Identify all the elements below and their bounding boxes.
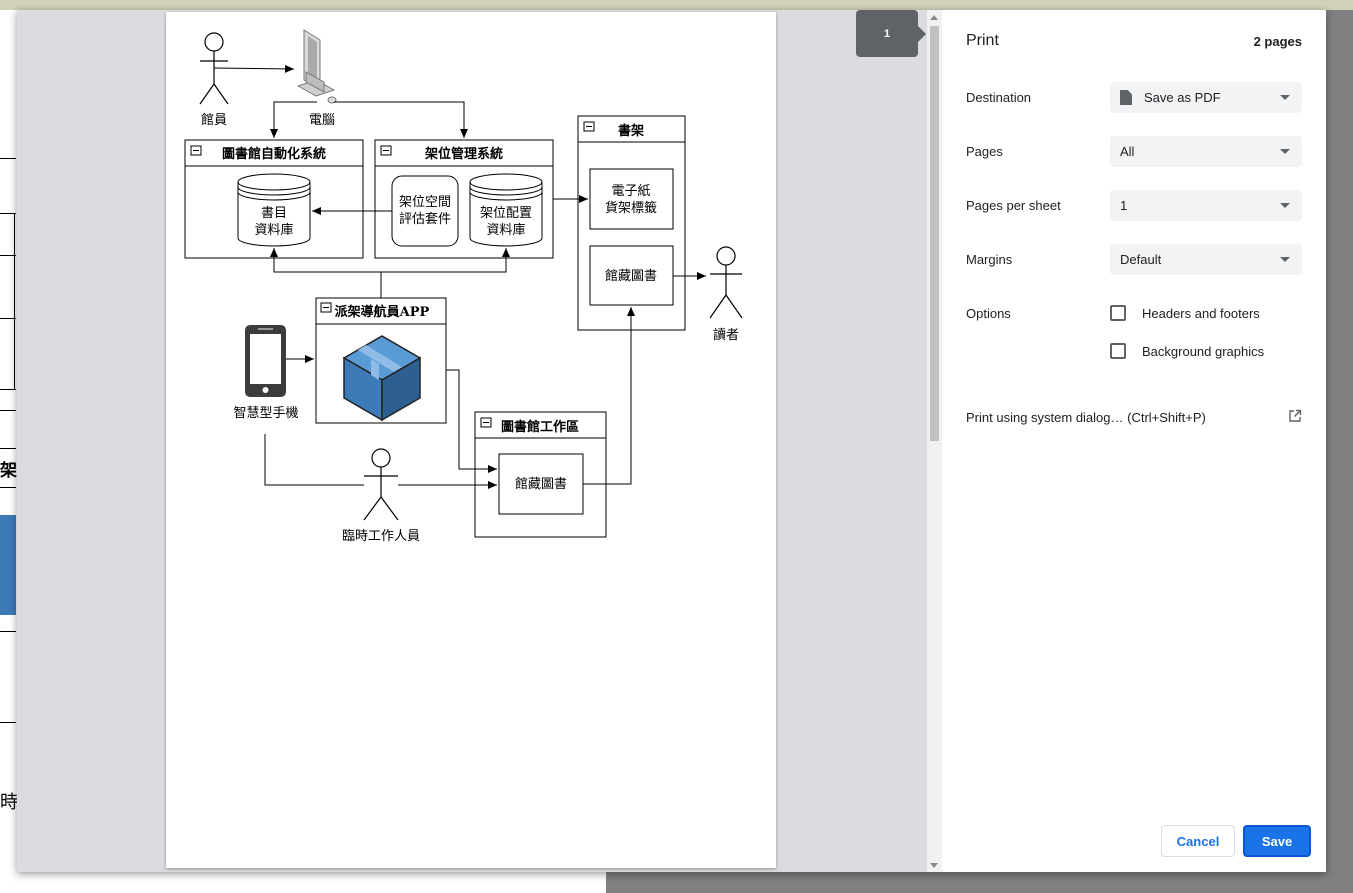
book-db-label: 書目 xyxy=(261,206,287,221)
destination-value: Save as PDF xyxy=(1144,90,1221,105)
chevron-down-icon xyxy=(1280,257,1290,262)
pages-per-sheet-label: Pages per sheet xyxy=(966,198,1061,213)
window-top-strip xyxy=(0,0,1353,10)
app-box-icon xyxy=(342,335,422,422)
page-count: 2 pages xyxy=(1253,34,1302,49)
smartphone-icon xyxy=(245,325,286,397)
open-external-icon[interactable] xyxy=(1288,409,1302,423)
shelf-config-label: 架位配置 xyxy=(480,206,532,221)
epaper-label: 電子紙 xyxy=(611,184,650,199)
library-system-title: 圖書館自動化系統 xyxy=(222,146,326,162)
chevron-down-icon xyxy=(1280,203,1290,208)
reader-label: 讀者 xyxy=(713,328,739,343)
librarian-label: 館員 xyxy=(201,113,227,128)
pages-value: All xyxy=(1120,144,1135,159)
print-dialog: 館員 電腦 xyxy=(17,10,1326,872)
save-button[interactable]: Save xyxy=(1243,825,1311,857)
preview-page: 館員 電腦 xyxy=(166,12,776,868)
margins-label: Margins xyxy=(966,252,1013,267)
shelf-config-database-icon xyxy=(469,173,543,247)
destination-select[interactable]: Save as PDF xyxy=(1110,82,1302,113)
workspace-books-label: 館藏圖書 xyxy=(515,477,567,492)
margins-value: Default xyxy=(1120,252,1162,267)
pages-per-sheet-value: 1 xyxy=(1120,198,1128,213)
pages-per-sheet-select[interactable]: 1 xyxy=(1110,190,1302,221)
print-preview-area: 館員 電腦 xyxy=(17,10,942,872)
epaper-label: 貨架標籤 xyxy=(605,200,657,216)
headers-footers-checkbox[interactable] xyxy=(1110,305,1126,321)
chevron-down-icon xyxy=(1280,149,1290,154)
smartphone-label: 智慧型手機 xyxy=(233,405,298,421)
options-label: Options xyxy=(966,306,1011,321)
pages-select[interactable]: All xyxy=(1110,136,1302,167)
shelf-config-label: 資料庫 xyxy=(486,223,525,238)
headers-footers-label: Headers and footers xyxy=(1142,305,1260,321)
background-fragment: 時 xyxy=(0,792,18,813)
shelf-management-title: 架位管理系統 xyxy=(424,146,503,162)
system-dialog-link[interactable]: Print using system dialog… (Ctrl+Shift+P… xyxy=(966,410,1206,425)
shelf-space-label: 架位空間 xyxy=(399,195,451,210)
temp-staff-actor-icon xyxy=(363,448,399,521)
temp-staff-label: 臨時工作人員 xyxy=(342,529,420,544)
chevron-down-icon xyxy=(1280,95,1290,100)
architecture-diagram: 館員 電腦 xyxy=(184,29,743,544)
pdf-file-icon xyxy=(1120,90,1132,105)
print-settings-panel: Print 2 pages Destination Save as PDF Pa… xyxy=(942,10,1326,872)
destination-label: Destination xyxy=(966,90,1032,105)
computer-label: 電腦 xyxy=(309,113,335,128)
library-workspace-title: 圖書館工作區 xyxy=(501,419,579,435)
preview-scrollbar[interactable] xyxy=(927,10,942,872)
background-fragment: 架 xyxy=(0,461,17,481)
scrollbar-thumb[interactable] xyxy=(930,26,939,441)
bookshelf-title: 書架 xyxy=(618,123,644,139)
shelf-space-kit-box xyxy=(391,175,459,247)
cancel-button[interactable]: Cancel xyxy=(1161,825,1235,857)
background-graphics-checkbox[interactable] xyxy=(1110,343,1126,359)
headers-footers-option[interactable]: Headers and footers xyxy=(1110,305,1260,321)
background-graphics-option[interactable]: Background graphics xyxy=(1110,343,1264,359)
print-title: Print xyxy=(966,32,999,49)
workspace-books-box xyxy=(498,453,584,515)
pages-label: Pages xyxy=(966,144,1003,159)
book-database-icon xyxy=(237,173,311,247)
page-number-badge: 1 xyxy=(856,10,926,57)
background-graphics-label: Background graphics xyxy=(1142,343,1265,359)
scroll-up-arrow-icon[interactable] xyxy=(930,15,938,20)
epaper-label-box xyxy=(589,168,674,230)
book-db-label: 資料庫 xyxy=(254,223,293,238)
scroll-down-arrow-icon[interactable] xyxy=(930,863,938,868)
librarian-actor-icon xyxy=(199,32,229,105)
shelf-space-label: 評估套件 xyxy=(399,211,451,227)
shelf-books-label: 館藏圖書 xyxy=(605,269,657,284)
reader-actor-icon xyxy=(709,246,743,319)
navigator-app-title: 派架導航員APP xyxy=(335,304,430,320)
computer-icon xyxy=(296,29,337,104)
margins-select[interactable]: Default xyxy=(1110,244,1302,275)
